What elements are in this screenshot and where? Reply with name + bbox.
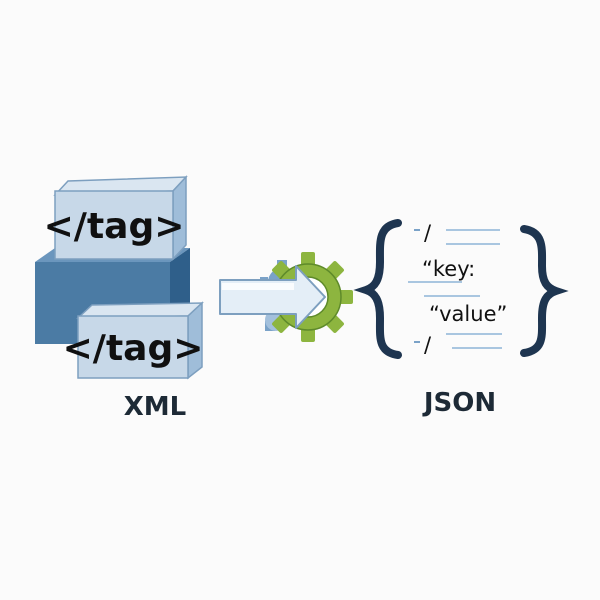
xml-top-box: </tag>: [44, 175, 188, 261]
xml-label: XML: [123, 392, 187, 422]
right-brace-icon: [520, 225, 569, 357]
arrow-right-icon: [219, 265, 326, 329]
xml-tag-bottom: </tag>: [63, 328, 204, 369]
json-object: / / “key: “value”: [353, 219, 569, 359]
json-slash-top: /: [424, 221, 432, 245]
json-slash-bottom: /: [424, 333, 432, 357]
xml-tag-top: </tag>: [44, 206, 185, 247]
xml-stack: </tag> </tag>: [35, 175, 204, 380]
json-label: JSON: [423, 388, 497, 418]
json-key-text: “key:: [422, 257, 475, 281]
xml-bottom-box: </tag>: [63, 301, 204, 380]
json-value-text: “value”: [429, 302, 507, 326]
json-placeholder-lines: [408, 229, 502, 349]
left-brace-icon: [353, 219, 402, 359]
converter: [219, 252, 353, 342]
